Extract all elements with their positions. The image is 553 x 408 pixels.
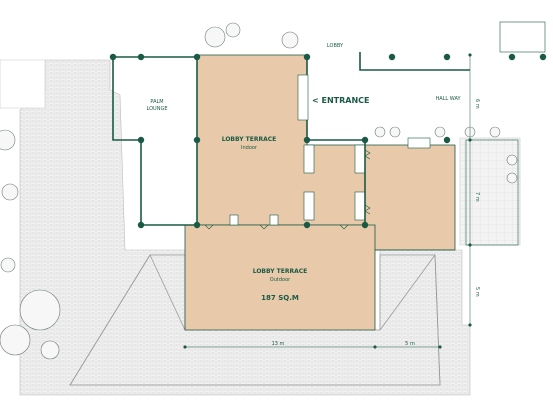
area-label: 187 SQ.M bbox=[261, 294, 299, 302]
doors bbox=[204, 149, 371, 230]
partition-b bbox=[303, 191, 315, 221]
paving-outer-left bbox=[0, 59, 46, 109]
paving-strip-right bbox=[459, 137, 521, 246]
entrance-label: < ENTRANCE bbox=[312, 96, 370, 105]
outdoor-subtitle: Outdoor bbox=[270, 277, 291, 283]
dimension-lines bbox=[183, 53, 472, 349]
hallway-strip bbox=[465, 139, 519, 246]
dim-width-main: 13 m bbox=[272, 341, 285, 347]
terrace-outdoor bbox=[184, 224, 455, 331]
top-right-room bbox=[499, 21, 546, 53]
columns bbox=[109, 53, 547, 229]
partition-a bbox=[303, 144, 315, 174]
palm-lounge-label-1: PALM bbox=[150, 99, 163, 105]
plants bbox=[0, 22, 518, 360]
lobby-top-label: LOBBY bbox=[327, 43, 344, 49]
partition-c bbox=[354, 144, 366, 174]
partition-d bbox=[354, 191, 366, 221]
hallway-label: HALL WAY bbox=[435, 96, 461, 102]
indoor-subtitle: Indoor bbox=[241, 145, 258, 151]
dim-height-mid: 7 m bbox=[474, 192, 480, 202]
terrace-east bbox=[364, 144, 456, 251]
indoor-title: LOBBY TERRACE bbox=[222, 136, 277, 143]
dim-height-top: 6 m bbox=[474, 99, 480, 109]
dim-height-bottom: 5 m bbox=[474, 287, 480, 297]
outdoor-title: LOBBY TERRACE bbox=[253, 268, 308, 275]
palm-lounge-label-2: LOUNGE bbox=[147, 106, 168, 112]
entrance-frame bbox=[297, 74, 309, 121]
dim-width-side: 5 m bbox=[405, 341, 415, 347]
roof-ridge bbox=[69, 254, 441, 386]
partition-e bbox=[407, 137, 431, 149]
